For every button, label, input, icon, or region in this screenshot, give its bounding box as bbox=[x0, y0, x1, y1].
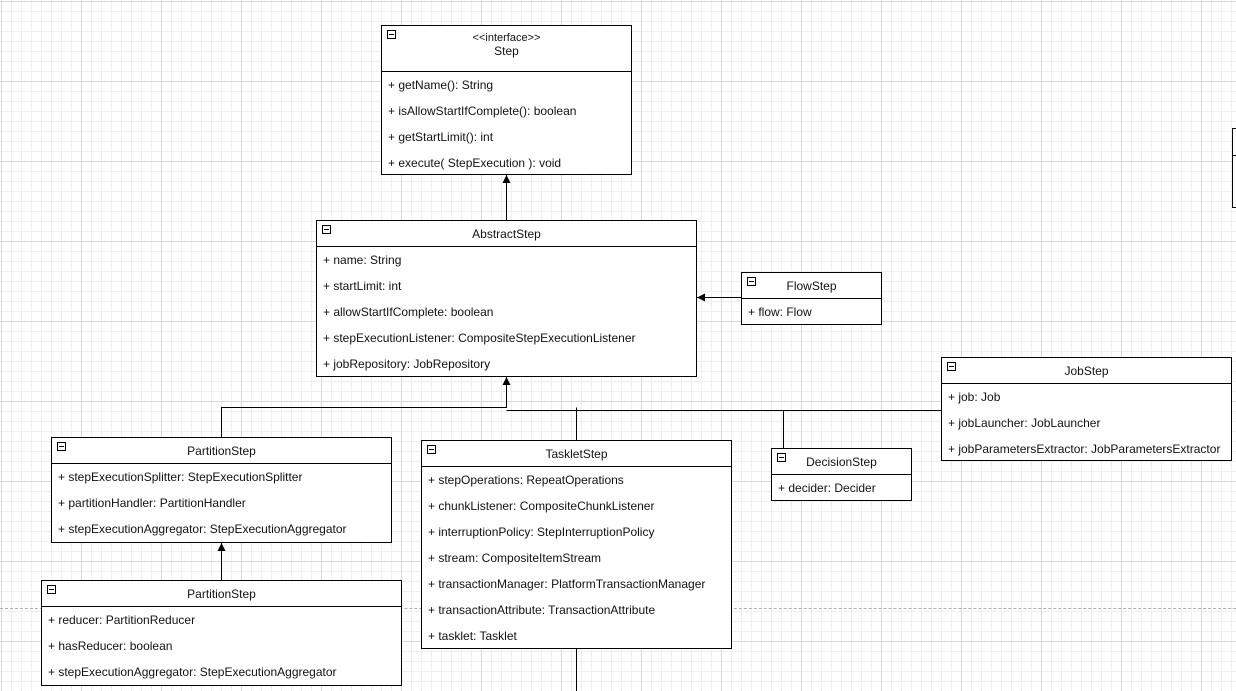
class-members: + stepExecutionSplitter: StepExecutionSp… bbox=[52, 464, 391, 542]
member: + transactionAttribute: TransactionAttri… bbox=[428, 603, 656, 617]
member: + stepExecutionAggregator: StepExecution… bbox=[58, 522, 347, 536]
member: + startLimit: int bbox=[323, 279, 402, 293]
offscreen-class-box[interactable] bbox=[1232, 128, 1236, 208]
member: + getName(): String bbox=[388, 78, 494, 92]
collapse-icon[interactable] bbox=[387, 30, 396, 39]
class-jobstep[interactable]: JobStep + job: Job + jobLauncher: JobLau… bbox=[941, 357, 1232, 461]
offscreen-class-divider bbox=[1233, 155, 1236, 156]
class-name: AbstractStep bbox=[472, 227, 541, 241]
member: + getStartLimit(): int bbox=[388, 130, 494, 144]
member: + chunkListener: CompositeChunkListener bbox=[428, 499, 655, 513]
collapse-icon[interactable] bbox=[57, 442, 66, 451]
member: + tasklet: Tasklet bbox=[428, 629, 517, 643]
collapse-icon[interactable] bbox=[322, 225, 331, 234]
class-members: + decider: Decider bbox=[772, 475, 911, 500]
collapse-icon[interactable] bbox=[427, 445, 436, 454]
class-header: PartitionStep bbox=[52, 438, 391, 464]
class-header: JobStep bbox=[942, 358, 1231, 384]
class-step[interactable]: <<interface>> Step + getName(): String +… bbox=[381, 25, 632, 175]
member: + name: String bbox=[323, 253, 402, 267]
class-name: JobStep bbox=[1064, 364, 1109, 378]
collapse-icon[interactable] bbox=[47, 585, 56, 594]
collapse-icon[interactable] bbox=[947, 362, 956, 371]
class-decisionstep[interactable]: DecisionStep + decider: Decider bbox=[771, 448, 912, 501]
class-header: FlowStep bbox=[742, 273, 881, 299]
class-members: + job: Job + jobLauncher: JobLauncher + … bbox=[942, 384, 1231, 460]
member: + interruptionPolicy: StepInterruptionPo… bbox=[428, 525, 655, 539]
collapse-icon[interactable] bbox=[747, 277, 756, 286]
member: + decider: Decider bbox=[778, 481, 876, 495]
member: + isAllowStartIfComplete(): boolean bbox=[388, 104, 577, 118]
member: + jobParametersExtractor: JobParametersE… bbox=[948, 442, 1221, 456]
class-taskletstep[interactable]: TaskletStep + stepOperations: RepeatOper… bbox=[421, 440, 732, 649]
member: + flow: Flow bbox=[748, 305, 812, 319]
member: + allowStartIfComplete: boolean bbox=[323, 305, 494, 319]
edge-partitionstep-to-abstractstep bbox=[221, 377, 511, 437]
class-members: + getName(): String + isAllowStartIfComp… bbox=[382, 72, 631, 174]
member: + reducer: PartitionReducer bbox=[48, 613, 196, 627]
member: + job: Job bbox=[948, 390, 1001, 404]
member: + jobRepository: JobRepository bbox=[323, 357, 491, 371]
class-name: FlowStep bbox=[786, 279, 837, 293]
member: + stream: CompositeItemStream bbox=[428, 551, 602, 565]
class-header: AbstractStep bbox=[317, 221, 696, 247]
class-members: + stepOperations: RepeatOperations + chu… bbox=[422, 467, 731, 648]
member: + transactionManager: PlatformTransactio… bbox=[428, 577, 706, 591]
member: + stepExecutionAggregator: StepExecution… bbox=[48, 665, 337, 679]
class-stereotype: <<interface>> bbox=[472, 32, 541, 44]
class-name: TaskletStep bbox=[545, 447, 608, 461]
class-partitionstep-sub[interactable]: PartitionStep + reducer: PartitionReduce… bbox=[41, 580, 402, 686]
class-header: PartitionStep bbox=[42, 581, 401, 607]
member: + execute( StepExecution ): void bbox=[388, 156, 562, 170]
class-partitionstep[interactable]: PartitionStep + stepExecutionSplitter: S… bbox=[51, 437, 392, 543]
member: + partitionHandler: PartitionHandler bbox=[58, 496, 246, 510]
class-name: DecisionStep bbox=[806, 455, 877, 469]
member: + stepExecutionSplitter: StepExecutionSp… bbox=[58, 470, 303, 484]
class-members: + reducer: PartitionReducer + hasReducer… bbox=[42, 607, 401, 685]
class-abstractstep[interactable]: AbstractStep + name: String + startLimit… bbox=[316, 220, 697, 377]
class-flowstep[interactable]: FlowStep + flow: Flow bbox=[741, 272, 882, 325]
class-header: DecisionStep bbox=[772, 449, 911, 475]
class-name: Step bbox=[494, 44, 519, 58]
collapse-icon[interactable] bbox=[777, 453, 786, 462]
class-header: TaskletStep bbox=[422, 441, 731, 467]
class-members: + name: String + startLimit: int + allow… bbox=[317, 247, 696, 376]
class-name: PartitionStep bbox=[187, 587, 256, 601]
member: + stepExecutionListener: CompositeStepEx… bbox=[323, 331, 636, 345]
member: + hasReducer: boolean bbox=[48, 639, 173, 653]
member: + jobLauncher: JobLauncher bbox=[948, 416, 1101, 430]
member: + stepOperations: RepeatOperations bbox=[428, 473, 624, 487]
class-members: + flow: Flow bbox=[742, 299, 881, 324]
class-header: <<interface>> Step bbox=[382, 26, 631, 72]
class-name: PartitionStep bbox=[187, 444, 256, 458]
